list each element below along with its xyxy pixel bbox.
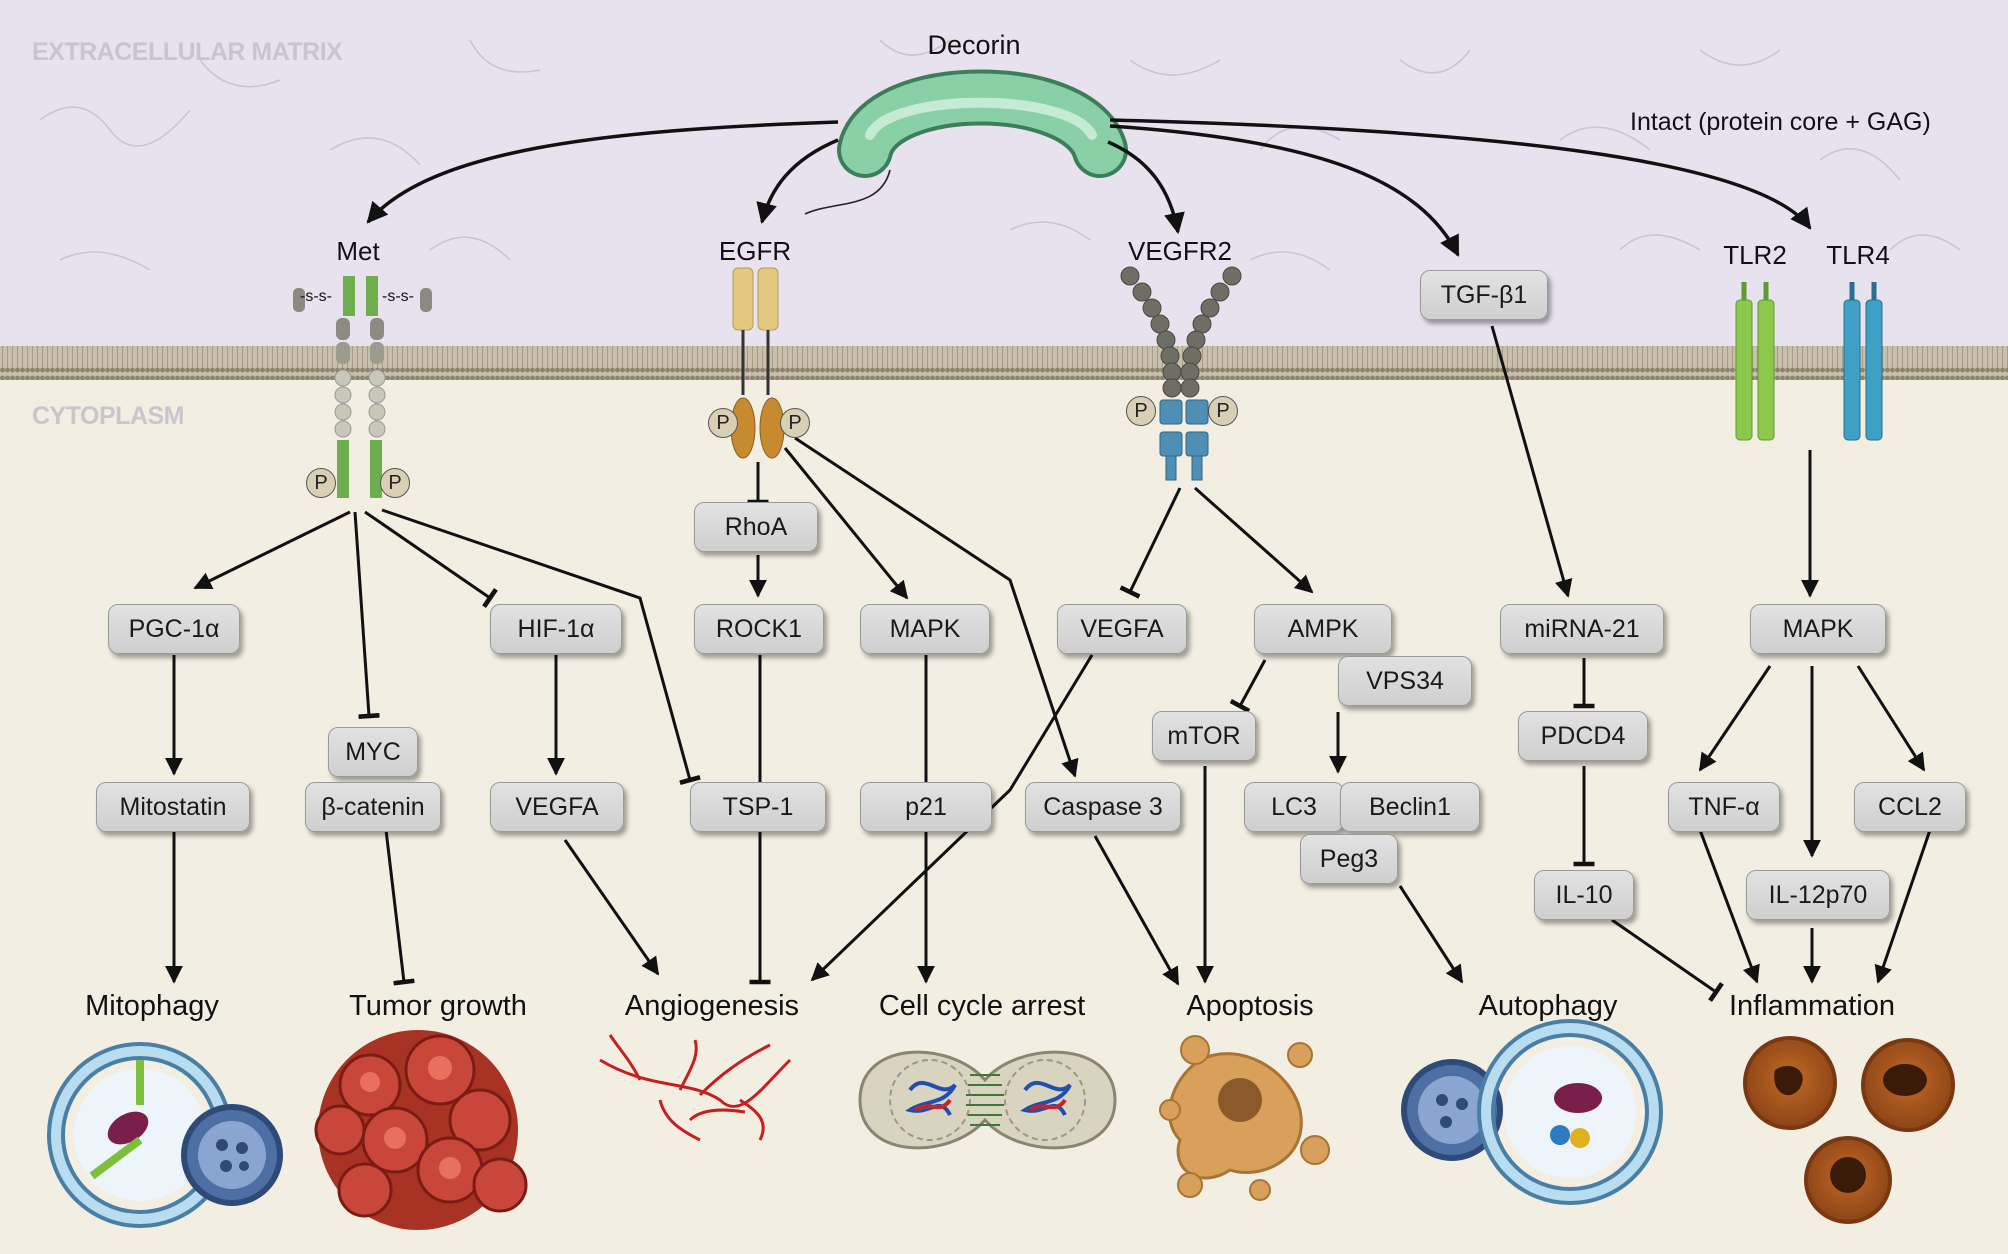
vegfr2-phospho-left: P [1126, 396, 1156, 426]
ecm-zone-label: EXTRACELLULAR MATRIX [32, 38, 343, 66]
blood-vessel-icon [599, 1034, 792, 1142]
node-tgf-beta1: TGF-β1 [1420, 270, 1548, 320]
egfr-phospho-right: P [780, 408, 810, 438]
outcome-cell-cycle-arrest: Cell cycle arrest [878, 990, 1086, 1022]
plasma-membrane [0, 346, 2008, 380]
node-vegfa-vegfr2: VEGFA [1057, 604, 1187, 654]
autophagosome-icon [1401, 1019, 1663, 1205]
node-vps34: VPS34 [1338, 656, 1472, 706]
tlr4-label: TLR4 [1826, 240, 1890, 270]
node-ampk: AMPK [1254, 604, 1392, 654]
tumor-icon [314, 1030, 528, 1230]
node-mitostatin: Mitostatin [96, 782, 250, 832]
inflammatory-cell-icon [1743, 1036, 1955, 1224]
pathway-edges [165, 325, 1932, 1002]
node-vegfa-met: VEGFA [490, 782, 624, 832]
dividing-cell-icon [858, 1050, 1117, 1150]
met-phospho-left: P [306, 468, 336, 498]
node-ccl2: CCL2 [1854, 782, 1966, 832]
apoptotic-cell-icon [1159, 1035, 1330, 1201]
outcome-autophagy: Autophagy [1478, 990, 1618, 1022]
outcome-tumor-growth: Tumor growth [349, 990, 527, 1022]
met-disulfide-right: -s-s- [382, 288, 414, 305]
mitophagy-icon [47, 1042, 283, 1228]
node-mapk-tlr: MAPK [1750, 604, 1886, 654]
node-mapk-egfr: MAPK [860, 604, 990, 654]
cytoplasm-zone-label: CYTOPLASM [32, 402, 185, 430]
node-tsp1: TSP-1 [690, 782, 826, 832]
met-disulfide-left: -s-s- [300, 288, 332, 305]
node-hif1a: HIF-1α [490, 604, 622, 654]
node-beclin1: Beclin1 [1340, 782, 1480, 832]
node-tnfa: TNF-α [1668, 782, 1780, 832]
node-rhoa: RhoA [694, 502, 818, 552]
tlr4-receptor-icon [1843, 282, 1883, 441]
decorin-form-note: Intact (protein core + GAG) [1630, 108, 1931, 136]
vegfr2-receptor-icon [1120, 266, 1242, 481]
decorin-label: Decorin [927, 30, 1021, 60]
met-phospho-right: P [380, 468, 410, 498]
node-il10: IL-10 [1534, 870, 1634, 920]
egfr-phospho-left: P [708, 408, 738, 438]
node-pdcd4: PDCD4 [1518, 711, 1648, 761]
decorin-arrows [366, 118, 1812, 257]
decorin-icon [804, 69, 1128, 215]
tlr2-label: TLR2 [1723, 240, 1787, 270]
node-lc3: LC3 [1244, 782, 1344, 832]
met-label: Met [336, 236, 380, 266]
node-mirna21: miRNA-21 [1500, 604, 1664, 654]
node-mtor: mTOR [1152, 711, 1256, 761]
extracellular-matrix-region [0, 0, 2008, 350]
outcome-mitophagy: Mitophagy [85, 990, 219, 1022]
vegfr2-phospho-right: P [1208, 396, 1238, 426]
node-rock1: ROCK1 [694, 604, 824, 654]
ecm-fibers [39, 39, 1961, 271]
vegfr2-label: VEGFR2 [1127, 236, 1233, 266]
tlr2-receptor-icon [1735, 282, 1775, 441]
node-peg3: Peg3 [1300, 834, 1398, 884]
outcome-inflammation: Inflammation [1728, 990, 1896, 1022]
node-myc: MYC [328, 727, 418, 777]
egfr-label: EGFR [718, 236, 792, 266]
node-caspase3: Caspase 3 [1025, 782, 1181, 832]
egfr-receptor-icon [730, 267, 785, 459]
node-beta-catenin: β-catenin [305, 782, 441, 832]
outcome-angiogenesis: Angiogenesis [624, 990, 800, 1022]
met-receptor-icon [293, 276, 432, 498]
outcome-apoptosis: Apoptosis [1186, 990, 1314, 1022]
node-il12p70: IL-12p70 [1746, 870, 1890, 920]
node-p21: p21 [860, 782, 992, 832]
node-pgc1a: PGC-1α [108, 604, 240, 654]
